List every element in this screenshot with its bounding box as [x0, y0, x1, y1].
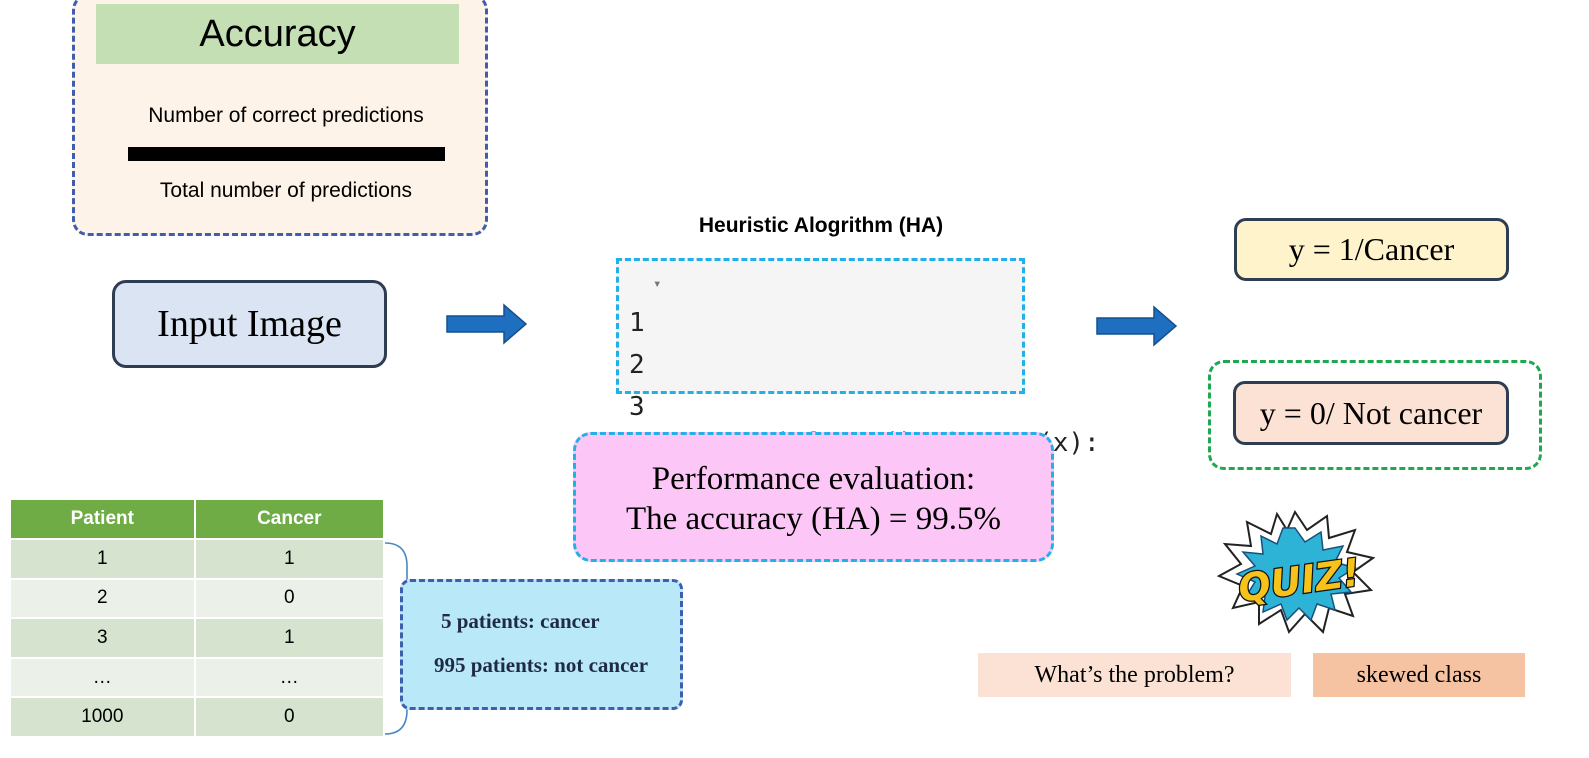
output-not-cancer: y = 0/ Not cancer — [1233, 381, 1509, 445]
table-cell: 3 — [11, 617, 196, 658]
accuracy-numerator: Number of correct predictions — [148, 104, 424, 127]
code-line-3: 3 return 0 — [619, 347, 960, 502]
table-cell: … — [11, 656, 196, 698]
algorithm-title: Heuristic Alogrithm (HA) — [698, 214, 944, 237]
arrow-right-icon — [446, 303, 528, 345]
summary-not-cancer-count: 995 patients: not cancer — [434, 653, 649, 677]
table-header-row: Patient Cancer — [11, 500, 386, 539]
table-cell: 1 — [194, 617, 386, 658]
table-cell: 1 — [194, 538, 386, 579]
table-cell: 1 — [11, 538, 196, 579]
accuracy-title: Accuracy — [96, 4, 459, 64]
code-line-2: 2 y = 0 — [619, 305, 913, 460]
code-block: 1 ▾ def predictCancer(x): 2 y = 0 3 retu… — [616, 258, 1100, 502]
quiz-question: What’s the problem? — [978, 653, 1291, 697]
table-cell: … — [194, 656, 386, 698]
line-number: 1 — [629, 308, 645, 338]
performance-heading: Performance evaluation: — [651, 461, 976, 497]
quiz-answer: skewed class — [1313, 653, 1525, 697]
summary-cancer-count: 5 patients: cancer — [441, 609, 600, 633]
accuracy-denominator: Total number of predictions — [159, 179, 413, 202]
performance-result: The accuracy (HA) = 99.5% — [625, 501, 1002, 537]
patient-table: Patient Cancer 1 1 2 0 3 1 … … 1000 0 — [11, 500, 386, 736]
table-row: 3 1 — [11, 617, 386, 658]
table-row: 2 0 — [11, 577, 386, 619]
line-number: 3 — [629, 392, 645, 422]
code-line-1: 1 ▾ def predictCancer(x): — [619, 263, 1100, 458]
table-row: 1000 0 — [11, 696, 386, 736]
table-cell: 0 — [194, 696, 386, 736]
table-row: 1 1 — [11, 538, 386, 579]
output-cancer: y = 1/Cancer — [1234, 218, 1509, 281]
quiz-badge-icon: QUIZ! — [1216, 510, 1375, 634]
table-row: … … — [11, 656, 386, 698]
fraction-bar — [128, 147, 445, 161]
class-summary-box: 5 patients: cancer 995 patients: not can… — [400, 579, 683, 710]
table-cell: 0 — [194, 577, 386, 619]
performance-box: Performance evaluation: The accuracy (HA… — [573, 432, 1054, 562]
column-header: Patient — [11, 500, 196, 539]
fold-caret-icon: ▾ — [653, 276, 662, 292]
column-header: Cancer — [194, 500, 386, 539]
table-cell: 1000 — [11, 696, 196, 736]
highlight-frame — [1208, 360, 1542, 470]
line-number: 2 — [629, 350, 645, 380]
input-image-box: Input Image — [112, 280, 387, 368]
arrow-right-icon — [1096, 305, 1178, 347]
table-cell: 2 — [11, 577, 196, 619]
